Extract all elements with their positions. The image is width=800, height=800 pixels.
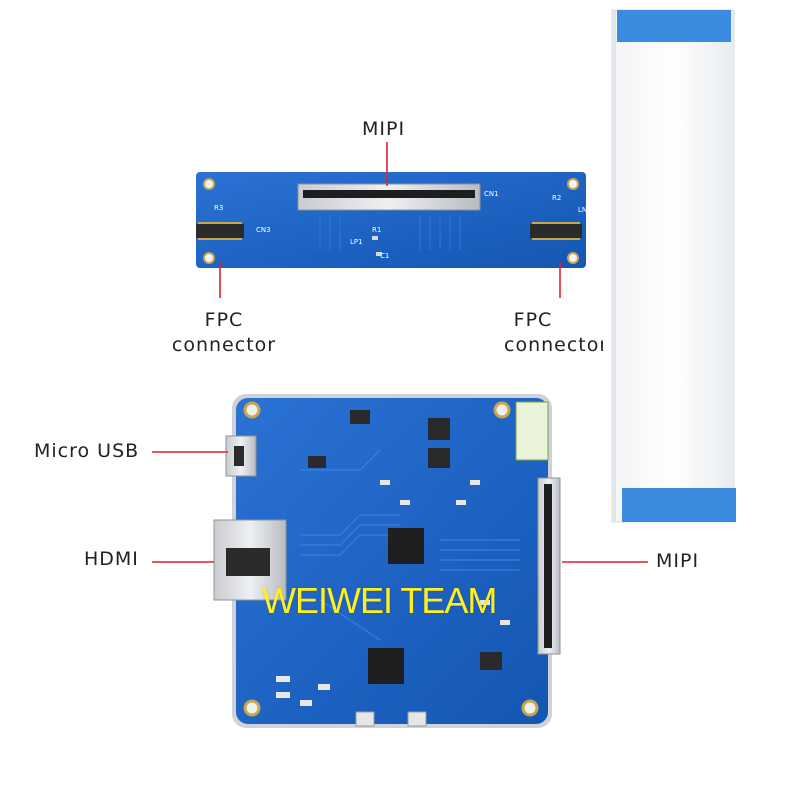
fpc-right-label-line2: connector [504,334,603,356]
svg-text:C1: C1 [380,252,389,260]
svg-text:LN2: LN2 [578,206,592,214]
svg-text:R3: R3 [214,204,223,212]
fpc-left-label: FPC connector [166,308,282,358]
fpc-left-label-line2: connector [171,334,277,356]
watermark-text: WEIWEI TEAM [262,580,497,621]
fpc-right-label-clip: FPC connector [500,300,603,360]
fpc-right-label: FPC connector [504,308,603,358]
fpc-left-label-line1: FPC [204,309,244,331]
ffc-ribbon-cable [611,9,736,523]
mipi-top-label: MIPI [362,118,406,140]
hdmi-label: HDMI [84,548,139,570]
hdmi-driver-board [213,394,561,728]
svg-text:R2: R2 [552,194,561,202]
svg-text:CN3: CN3 [256,226,271,234]
fpc-right-label-line1: FPC [513,309,553,331]
svg-text:LP1: LP1 [350,238,363,246]
svg-text:R1: R1 [372,226,381,234]
svg-text:CN1: CN1 [484,190,499,198]
mipi-right-label: MIPI [656,550,700,572]
callout-lines [152,142,648,563]
micro-usb-label: Micro USB [34,440,140,462]
